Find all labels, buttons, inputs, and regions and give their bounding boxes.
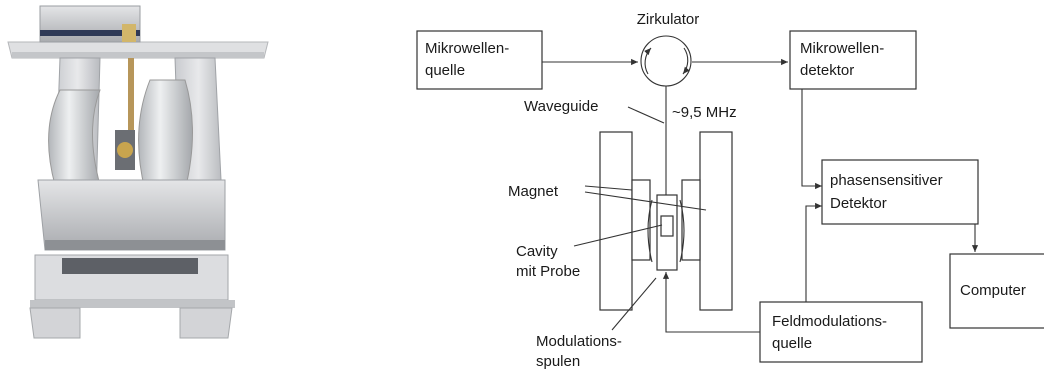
microwave-source-label-line1: Mikrowellen- (425, 40, 509, 57)
modulation-coils-label-line2: spulen (536, 353, 580, 370)
epr-spectrometer-photo (0, 0, 280, 372)
microwave-detector-block: Mikrowellen- detektor (790, 31, 916, 89)
magnet-label: Magnet (508, 183, 559, 200)
detector-to-psd-arrow (802, 89, 822, 186)
modulation-coils-label-line1: Modulations- (536, 333, 622, 350)
computer-label: Computer (960, 282, 1026, 299)
cavity-label-line1: Cavity (516, 243, 558, 260)
field-mod-to-psd-arrow (806, 206, 822, 302)
frequency-label: ~9,5 MHz (672, 104, 737, 121)
psd-label-line2: Detektor (830, 195, 887, 212)
circulator: Zirkulator (637, 11, 700, 86)
psd-label-line1: phasensensitiver (830, 172, 943, 189)
microwave-source-block: Mikrowellen- quelle (417, 31, 542, 89)
epr-block-diagram: Mikrowellen- quelle Zirkulator Mikrowell… (400, 0, 1044, 372)
computer-block: Computer (950, 254, 1044, 328)
cavity-label-line2: mit Probe (516, 263, 580, 280)
phase-sensitive-detector-block: phasensensitiver Detektor (822, 160, 978, 224)
circulator-label: Zirkulator (637, 11, 700, 28)
field-modulation-source-block: Feldmodulations- quelle (760, 302, 922, 362)
microwave-source-label-line2: quelle (425, 62, 465, 79)
field-modulation-label-line2: quelle (772, 335, 812, 352)
microwave-detector-label-line2: detektor (800, 62, 854, 79)
microwave-detector-label-line1: Mikrowellen- (800, 40, 884, 57)
waveguide-label: Waveguide (524, 98, 599, 115)
field-modulation-label-line1: Feldmodulations- (772, 313, 887, 330)
